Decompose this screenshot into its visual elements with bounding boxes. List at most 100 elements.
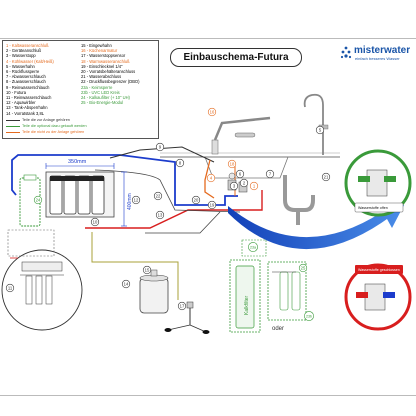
callout-circle — [207, 200, 217, 210]
legend-item: 23b - UVC LED Kreis — [81, 89, 120, 95]
callout-11: 11 — [5, 283, 15, 293]
callout-18: 18 — [227, 159, 237, 169]
legend-item: 17 - Wasserstoppsensor — [81, 53, 126, 59]
kitchen-faucet — [211, 116, 271, 155]
callout-circle — [33, 195, 43, 205]
callout-number: 23b — [306, 315, 312, 319]
callout-24: 24 — [33, 195, 43, 205]
cold-water-line — [11, 154, 238, 206]
legend-item: 10 - Futura — [6, 89, 27, 95]
callout-4: 4 — [206, 173, 216, 183]
callout-6: 6 — [235, 169, 245, 179]
callout-number: 10 — [93, 220, 98, 225]
dimension-width — [45, 163, 115, 169]
dimension-height — [121, 171, 127, 227]
callout-circle — [235, 169, 245, 179]
callout-circle — [206, 173, 216, 183]
callout-circle — [175, 158, 185, 168]
legend-item: 7 - Abwasserschlauch — [6, 74, 46, 80]
callout-number: 6 — [239, 172, 242, 177]
legend-key: Teile die zur Anlage gehören — [6, 118, 70, 123]
water-tap — [303, 93, 329, 155]
callout-25: 25 — [298, 263, 308, 273]
outlet-line — [145, 211, 221, 234]
callout-23a: 23a — [248, 242, 258, 252]
legend-item: 20 - Vorratsbehälteranschluss — [81, 69, 136, 75]
callout-circle — [5, 283, 15, 293]
callout-10: 10 — [90, 217, 100, 227]
legend-key-line — [6, 125, 20, 127]
callout-9: 9 — [155, 142, 165, 152]
water-stop-sensor — [164, 301, 210, 334]
flow-arrow — [228, 205, 404, 250]
callout-15: 15 — [142, 265, 152, 275]
legend-item: 15 - Eingewhahn — [81, 43, 112, 48]
callout-number: 3 — [233, 184, 236, 189]
legend-key-text: Teile die zur Anlage gehören — [22, 118, 70, 122]
misterwater-logo: misterwater einfach besseres Wasser — [340, 45, 414, 65]
callout-circle — [155, 210, 165, 220]
dimension-height-label: 400mm — [127, 193, 133, 210]
callout-circle — [229, 181, 239, 191]
legend-item: 12 - Aquawirbler — [6, 100, 36, 106]
kalkfilter-label: Kalkfilter — [244, 295, 250, 315]
legend-item: 4 - Kühlwasser (Kalt/Heiß) — [6, 58, 54, 64]
legend-item: 22 - Druckflussbegrenzer (DBO) — [81, 79, 140, 85]
oder-label: oder — [272, 326, 284, 332]
title-text: Einbauschema-Futura — [183, 52, 289, 63]
callout-12: 12 — [131, 195, 141, 205]
callout-circle — [121, 279, 131, 289]
callout-number: 13 — [158, 213, 163, 218]
legend-key: Teile die nicht zu der Anlage gehören — [6, 130, 84, 135]
callout-number: 7 — [269, 172, 272, 177]
callout-number: 2 — [243, 181, 246, 186]
callout-circle — [227, 159, 237, 169]
callout-23b: 23b — [304, 311, 314, 321]
waste-water-line — [94, 169, 241, 213]
legend-item: 19 - Einschlecknel 1/4" — [81, 63, 123, 69]
legend-item: 6 - Rückflussperre — [6, 69, 40, 75]
diagram-title: Einbauschema-Futura — [170, 48, 302, 67]
callout-number: 8 — [179, 161, 182, 166]
legend-item: 1 - Kaltwasseranschluß — [6, 43, 49, 48]
callout-number: 22 — [156, 194, 161, 199]
callout-circle — [177, 301, 187, 311]
valve-open-detail — [344, 149, 412, 217]
callout-number: 11 — [8, 286, 13, 291]
legend-key-text: Teile die optional dazu gekauft werden — [22, 124, 87, 128]
callout-circle — [239, 178, 249, 188]
callout-number: 19 — [210, 203, 215, 208]
callout-14: 14 — [121, 279, 131, 289]
detail-zoom-circle — [1, 249, 83, 331]
callout-circle — [315, 125, 325, 135]
legend-key: Teile die optional dazu gekauft werden — [6, 124, 87, 129]
callout-20: 20 — [191, 195, 201, 205]
kitchen-feed-line — [204, 159, 215, 199]
logo-brand: misterwater — [354, 45, 411, 56]
callout-21: 21 — [321, 172, 331, 182]
callout-circle — [153, 191, 163, 201]
callout-1: 1 — [249, 181, 259, 191]
legend-item: 16 - Küchenarmatur — [81, 48, 118, 54]
callout-number: 21 — [324, 175, 329, 180]
valve-open-label: Wasserstoffe offen — [358, 206, 388, 210]
futura-filter-unit — [45, 171, 115, 218]
callout-5: 5 — [315, 125, 325, 135]
callout-number: 12 — [134, 198, 139, 203]
callout-7: 7 — [265, 169, 275, 179]
legend-item: 25 - Bio-Energie-Modul — [81, 100, 124, 106]
callout-19: 19 — [207, 200, 217, 210]
drain-trap — [283, 175, 315, 212]
tank-line — [91, 232, 179, 300]
callout-number: 5 — [319, 128, 322, 133]
callout-circle — [298, 263, 308, 273]
legend-item: 14 - Vorratstank 3,8L — [6, 110, 45, 116]
valve-closed-label: Wasserstoffe geschlossen — [358, 268, 400, 272]
callout-circle — [265, 169, 275, 179]
callout-circle — [207, 107, 217, 117]
legend-item: 2 - Geräteanschluß — [6, 48, 42, 54]
callout-16: 16 — [207, 107, 217, 117]
